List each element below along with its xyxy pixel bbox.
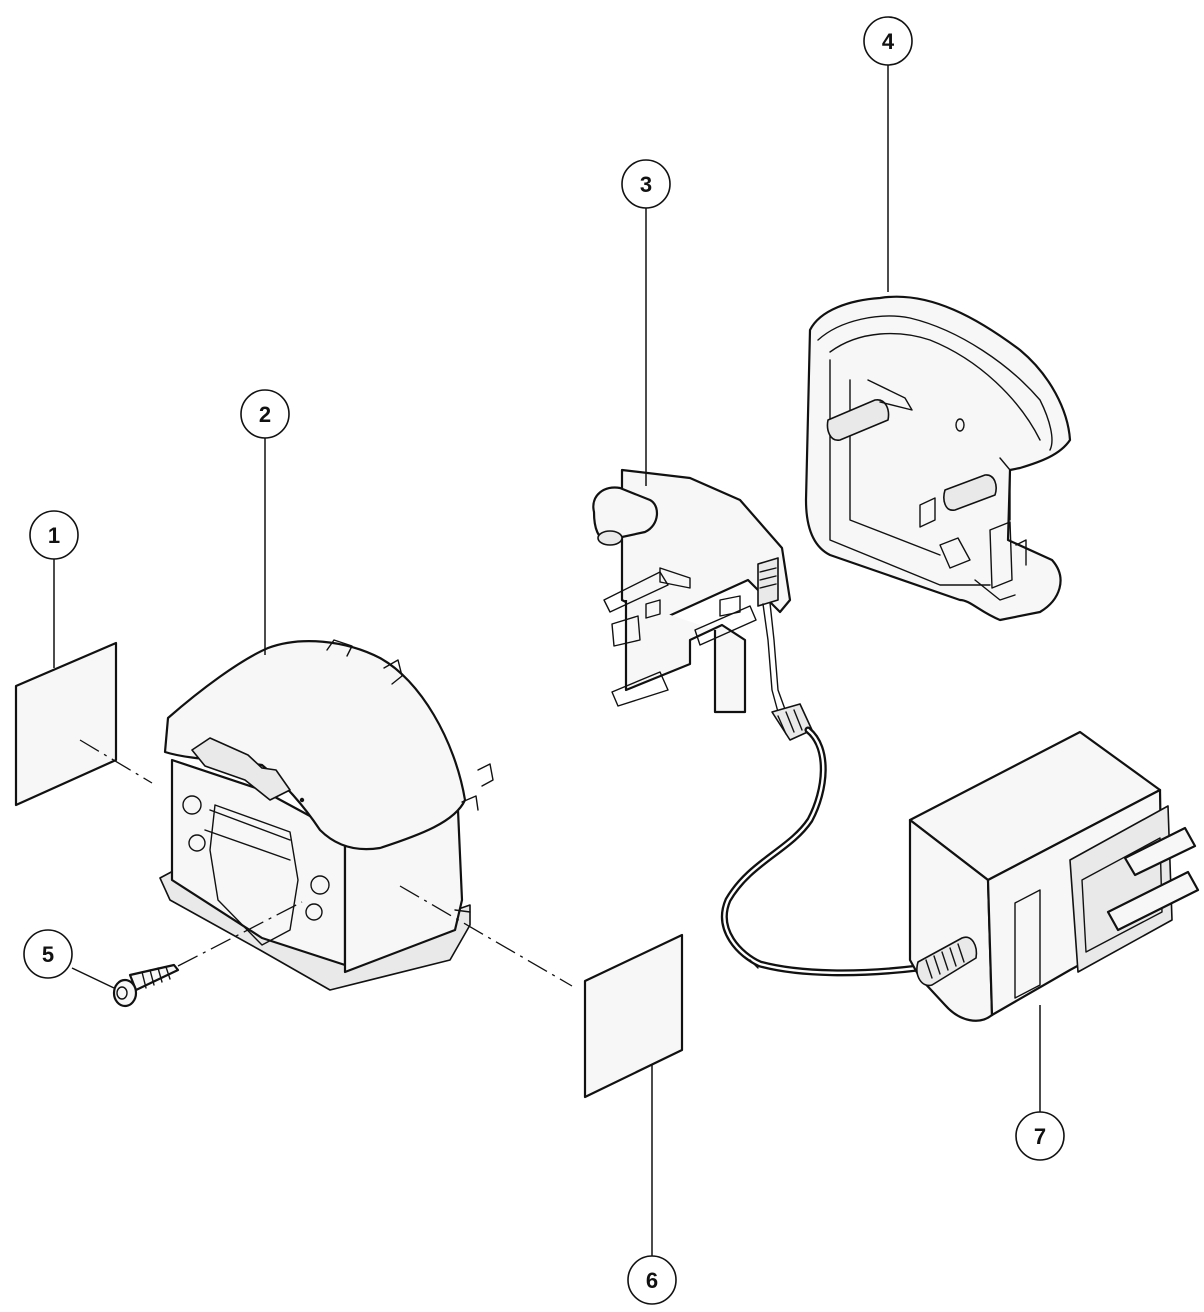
callout-1-number: 1: [48, 523, 60, 548]
part-2-housing-base: [159, 639, 494, 991]
part-7-power-adapter: [908, 730, 1200, 1022]
part-6-label-sticker: [583, 933, 684, 1099]
callout-2: 2: [240, 389, 290, 439]
callout-5: 5: [23, 929, 73, 979]
callout-7-number: 7: [1034, 1124, 1046, 1149]
callout-2-number: 2: [259, 402, 271, 427]
part-3-circuit-board: [592, 468, 813, 741]
callout-7: 7: [1015, 1111, 1065, 1161]
callout-6-number: 6: [646, 1268, 658, 1293]
leader-dashdot-1: [79, 739, 153, 784]
callout-4: 4: [863, 16, 913, 66]
part-1-label-sticker: [14, 641, 118, 807]
adapter-cable: [720, 726, 922, 977]
callout-3-number: 3: [640, 172, 652, 197]
part-4-housing-cover: [804, 295, 1072, 622]
leader-dashdot-6: [399, 885, 573, 987]
callout-3: 3: [621, 159, 671, 209]
leader-line-5: [71, 967, 115, 989]
callout-1: 1: [29, 510, 79, 560]
callout-5-number: 5: [42, 942, 54, 967]
callout-4-number: 4: [882, 29, 895, 54]
part-5-screw: [112, 963, 180, 1008]
callout-6: 6: [627, 1255, 677, 1305]
leader-dashdot-5: [177, 901, 303, 967]
